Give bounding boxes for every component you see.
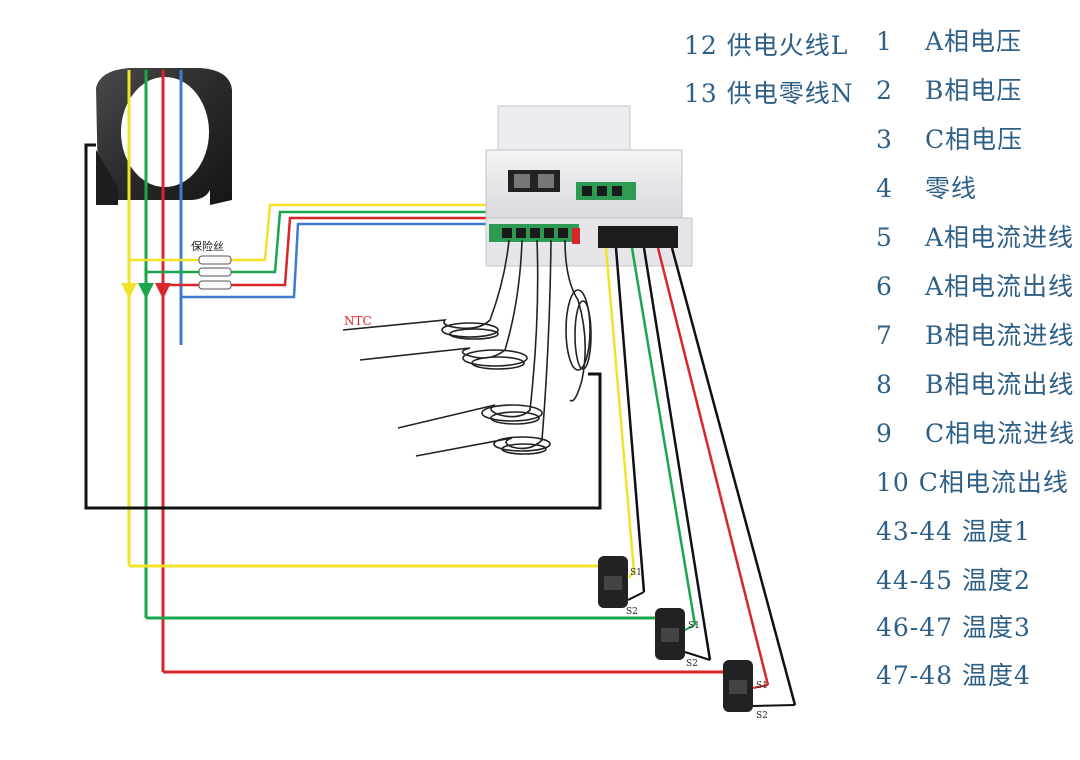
legend-text: 供电火线L bbox=[726, 31, 849, 60]
legend-num: 44-45 bbox=[876, 566, 954, 595]
legend-num: 5 bbox=[876, 223, 893, 252]
legend-num: 46-47 bbox=[876, 613, 954, 642]
legend-item-46-47: 46-47 温度3 bbox=[876, 608, 1031, 644]
legend-text: C相电流出线 bbox=[918, 468, 1069, 497]
legend-text: B相电压 bbox=[924, 76, 1023, 105]
legend-text: A相电压 bbox=[924, 27, 1023, 56]
legend-text: B相电流出线 bbox=[924, 370, 1075, 399]
legend-text: B相电流进线 bbox=[924, 321, 1075, 350]
legend-item-5: 5 A相电流进线 bbox=[876, 218, 1074, 254]
s1-label: S1 bbox=[756, 681, 768, 691]
legend-item-10: 10 C相电流出线 bbox=[876, 463, 1069, 499]
current-transformer-c bbox=[723, 660, 753, 712]
s2-label: S2 bbox=[626, 607, 638, 617]
legend-text: 温度1 bbox=[962, 517, 1031, 546]
legend-item-43-44: 43-44 温度1 bbox=[876, 512, 1031, 548]
legend-item-3: 3 C相电压 bbox=[876, 120, 1023, 156]
legend-text: 零线 bbox=[924, 174, 977, 203]
legend-num: 7 bbox=[876, 321, 893, 350]
legend-text: C相电流进线 bbox=[924, 419, 1076, 448]
ct-tails bbox=[627, 571, 796, 707]
phase-lines-vertical bbox=[127, 70, 183, 672]
s1-label: S1 bbox=[688, 621, 700, 631]
current-transformer-b bbox=[655, 608, 685, 660]
monitoring-device bbox=[485, 105, 693, 267]
fuse-label: 保险丝 bbox=[191, 239, 224, 253]
s1-label: S1 bbox=[630, 568, 642, 578]
legend-num: 10 bbox=[876, 468, 910, 497]
legend-item-47-48: 47-48 温度4 bbox=[876, 656, 1031, 692]
fuses bbox=[198, 255, 232, 290]
legend-text: 供电零线N bbox=[726, 79, 854, 108]
ntc-probe-wires bbox=[342, 239, 592, 457]
legend-text: C相电压 bbox=[924, 125, 1024, 154]
legend-item-9: 9 C相电流进线 bbox=[876, 414, 1075, 450]
legend-num: 3 bbox=[876, 125, 893, 154]
s2-label: S2 bbox=[686, 659, 698, 669]
legend-item-8: 8 B相电流出线 bbox=[876, 365, 1074, 401]
legend-item-7: 7 B相电流进线 bbox=[876, 316, 1074, 352]
legend-num: 13 bbox=[684, 79, 718, 108]
legend-num: 1 bbox=[876, 27, 893, 56]
direction-arrows bbox=[121, 283, 171, 299]
legend-item-4: 4 零线 bbox=[876, 169, 977, 205]
legend-item-44-45: 44-45 温度2 bbox=[876, 561, 1031, 597]
ct-terminal-labels: S1 S2 S1 S2 S1 S2 bbox=[626, 568, 768, 721]
phase-lines-horizontal bbox=[129, 564, 728, 674]
legend-text: 温度3 bbox=[962, 613, 1031, 642]
legend-num: 9 bbox=[876, 419, 893, 448]
legend-item-6: 6 A相电流出线 bbox=[876, 267, 1074, 303]
legend-num: 8 bbox=[876, 370, 893, 399]
ntc-label: NTC bbox=[344, 314, 372, 328]
s2-label: S2 bbox=[756, 711, 768, 721]
legend-num: 12 bbox=[684, 31, 718, 60]
legend-num: 47-48 bbox=[876, 661, 954, 690]
legend-item-2: 2 B相电压 bbox=[876, 71, 1022, 107]
legend-text: A相电流出线 bbox=[924, 272, 1075, 301]
legend-item-1: 1 A相电压 bbox=[876, 22, 1022, 58]
legend-num: 4 bbox=[876, 174, 893, 203]
legend-item-13: 13 供电零线N bbox=[684, 74, 854, 110]
legend-num: 6 bbox=[876, 272, 893, 301]
current-wires bbox=[604, 247, 797, 706]
leakage-ct-wire bbox=[84, 143, 602, 510]
legend-text: 温度4 bbox=[962, 661, 1031, 690]
current-transformer-a bbox=[598, 556, 628, 608]
legend-num: 43-44 bbox=[876, 517, 954, 546]
legend-text: A相电流进线 bbox=[924, 223, 1075, 252]
legend-text: 温度2 bbox=[962, 566, 1031, 595]
legend-num: 2 bbox=[876, 76, 893, 105]
legend-item-12: 12 供电火线L bbox=[684, 26, 848, 62]
